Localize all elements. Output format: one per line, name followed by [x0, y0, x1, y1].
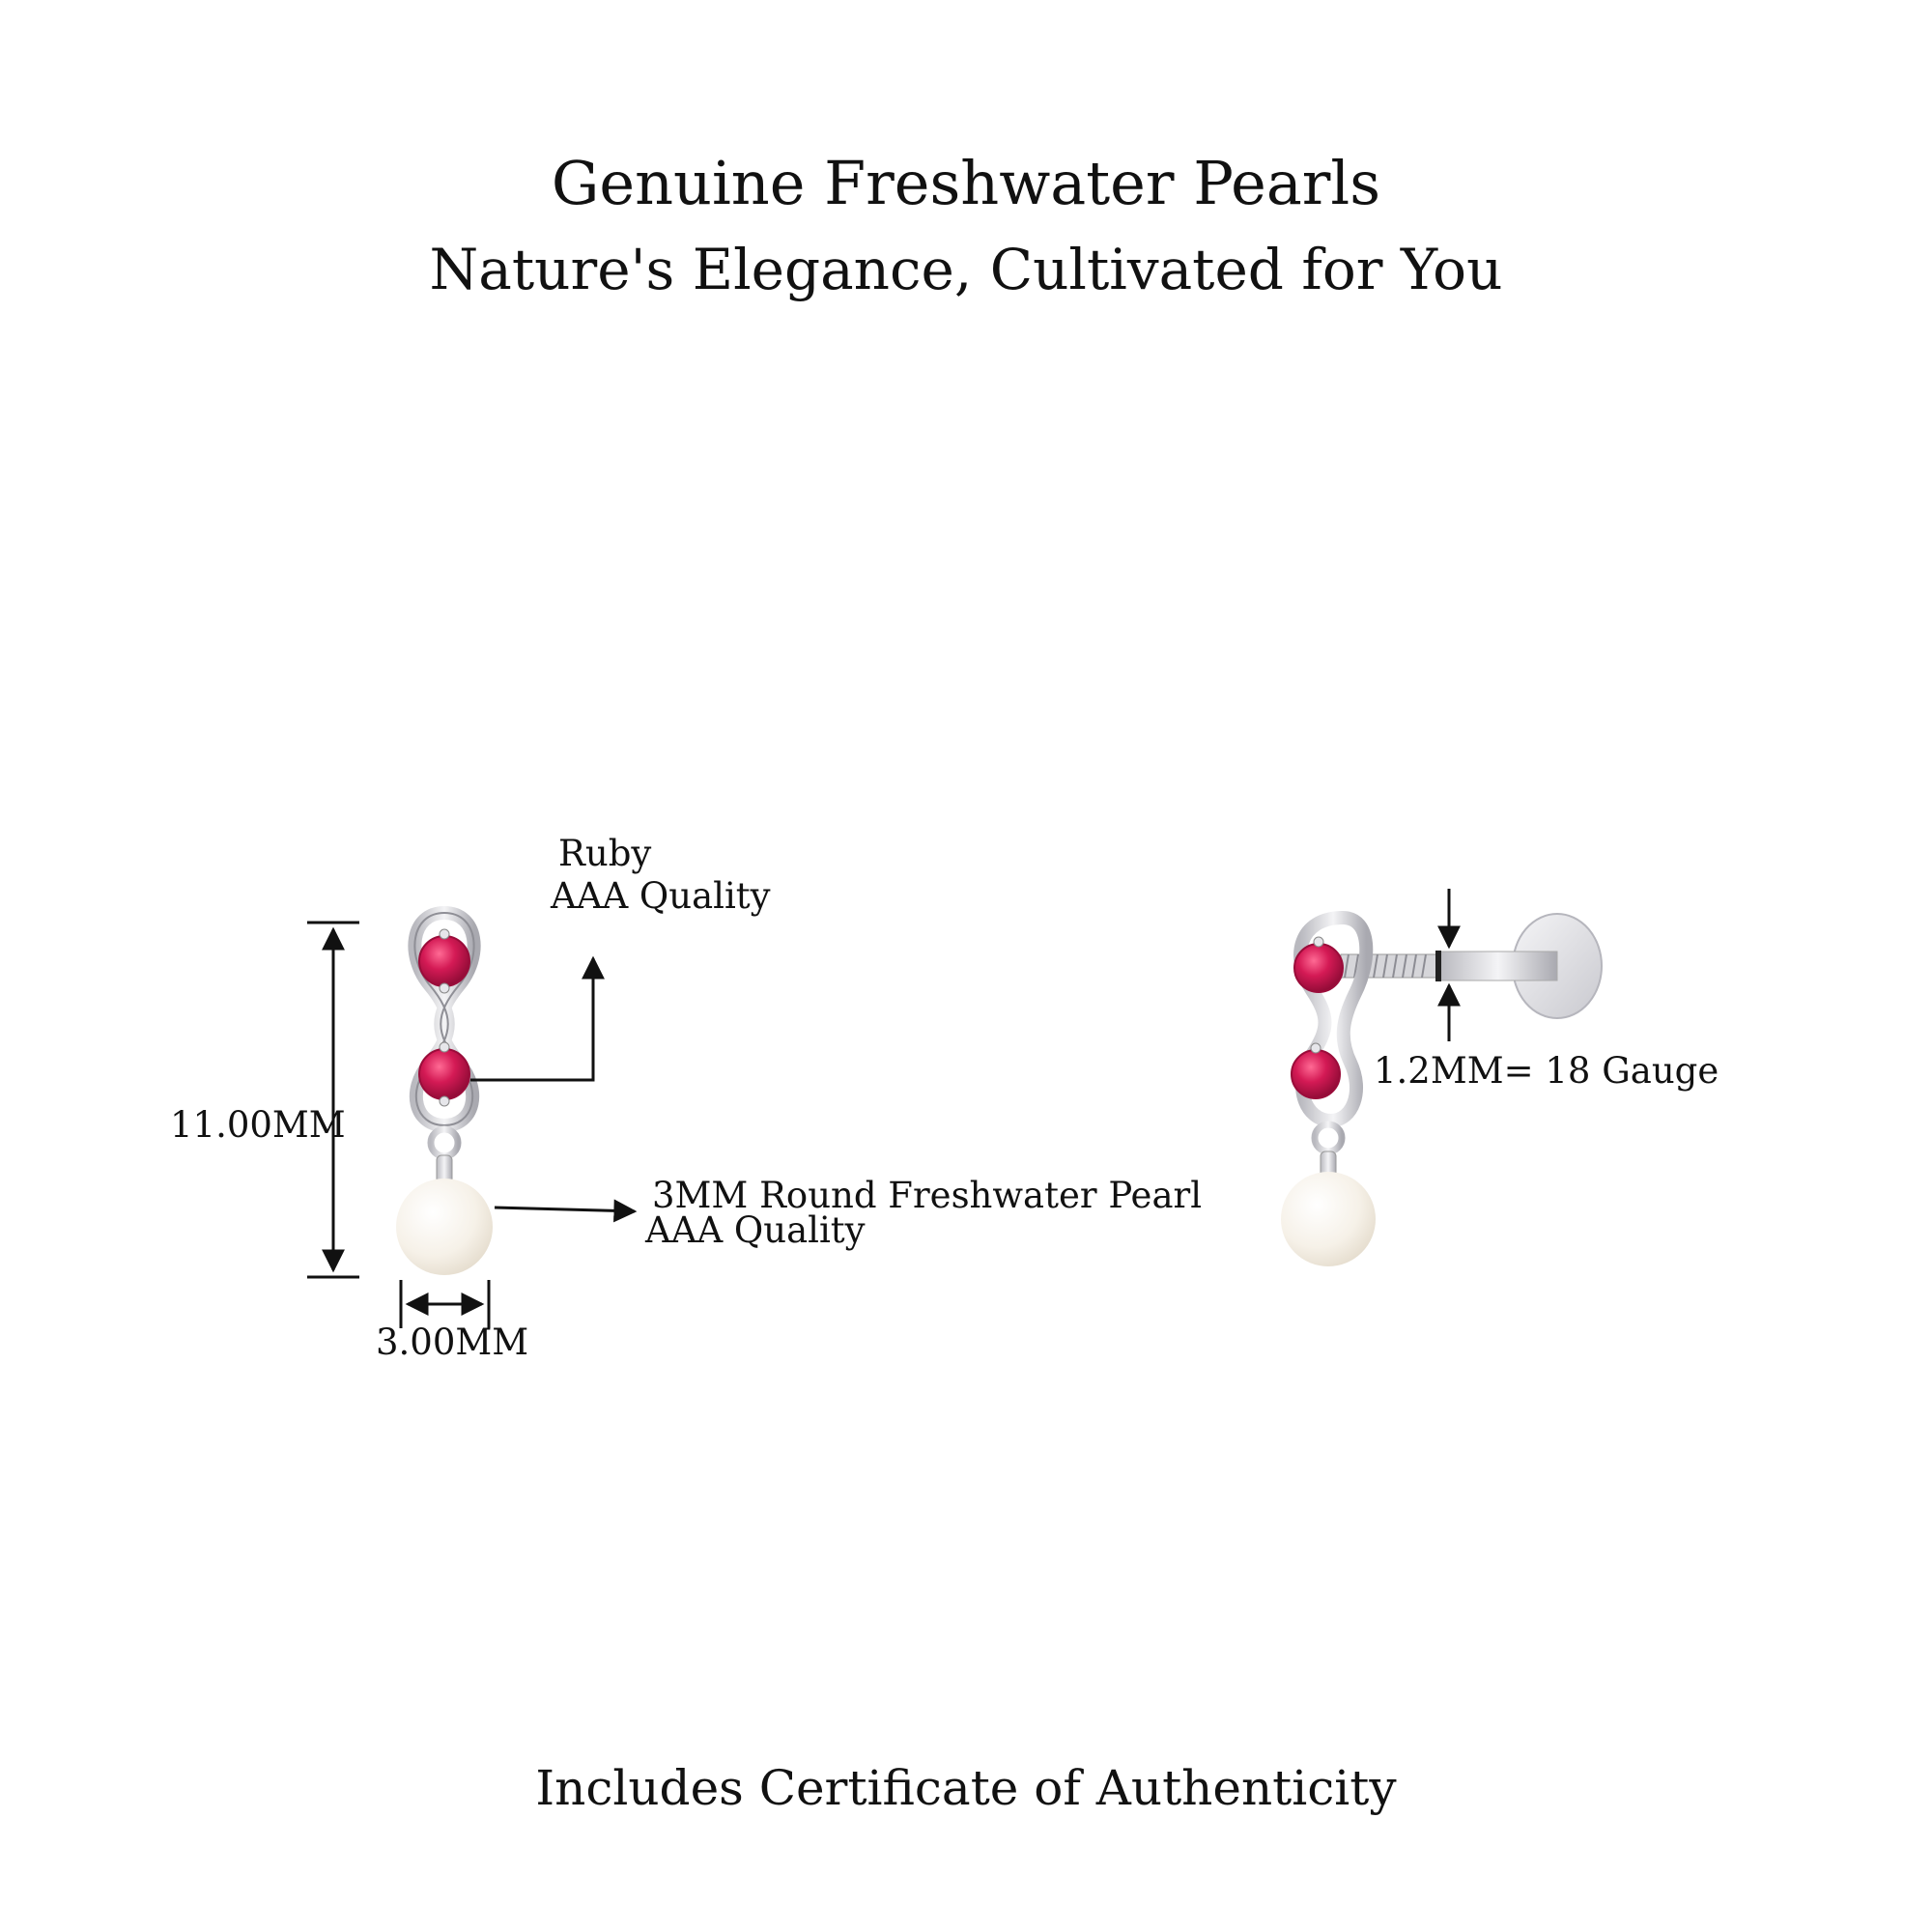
post-shaft — [1438, 951, 1558, 981]
page-subtitle: Nature's Elegance, Cultivated for You — [429, 237, 1503, 302]
pearl — [396, 1179, 493, 1275]
side-ruby-bottom-gem — [1291, 1049, 1341, 1099]
pearl-leader-line — [494, 1199, 638, 1223]
earring-side-view — [1281, 910, 1603, 1266]
page-title: Genuine Freshwater Pearls — [551, 148, 1381, 218]
pearl-quality-label: AAA Quality — [645, 1209, 866, 1251]
side-jump-ring — [1311, 1121, 1346, 1155]
ruby-label: Ruby — [558, 833, 652, 874]
ruby-top-gem — [418, 935, 470, 987]
pearl-label: 3MM Round Freshwater Pearl — [652, 1175, 1203, 1216]
earring-front-view — [396, 905, 493, 1275]
height-dimension — [307, 921, 359, 1279]
height-label: 11.00MM — [170, 1104, 346, 1146]
certificate-note: Includes Certificate of Authenticity — [535, 1760, 1397, 1816]
ruby-leader-line — [470, 955, 605, 1082]
gauge-label: 1.2MM= 18 Gauge — [1374, 1050, 1719, 1092]
ruby-quality-label: AAA Quality — [551, 875, 771, 917]
side-ruby-top-gem — [1293, 943, 1344, 993]
width-dimension — [399, 1280, 491, 1328]
jump-ring — [427, 1125, 462, 1160]
ruby-bottom-gem — [418, 1048, 470, 1100]
width-label: 3.00MM — [376, 1321, 529, 1363]
side-pearl — [1281, 1172, 1376, 1266]
